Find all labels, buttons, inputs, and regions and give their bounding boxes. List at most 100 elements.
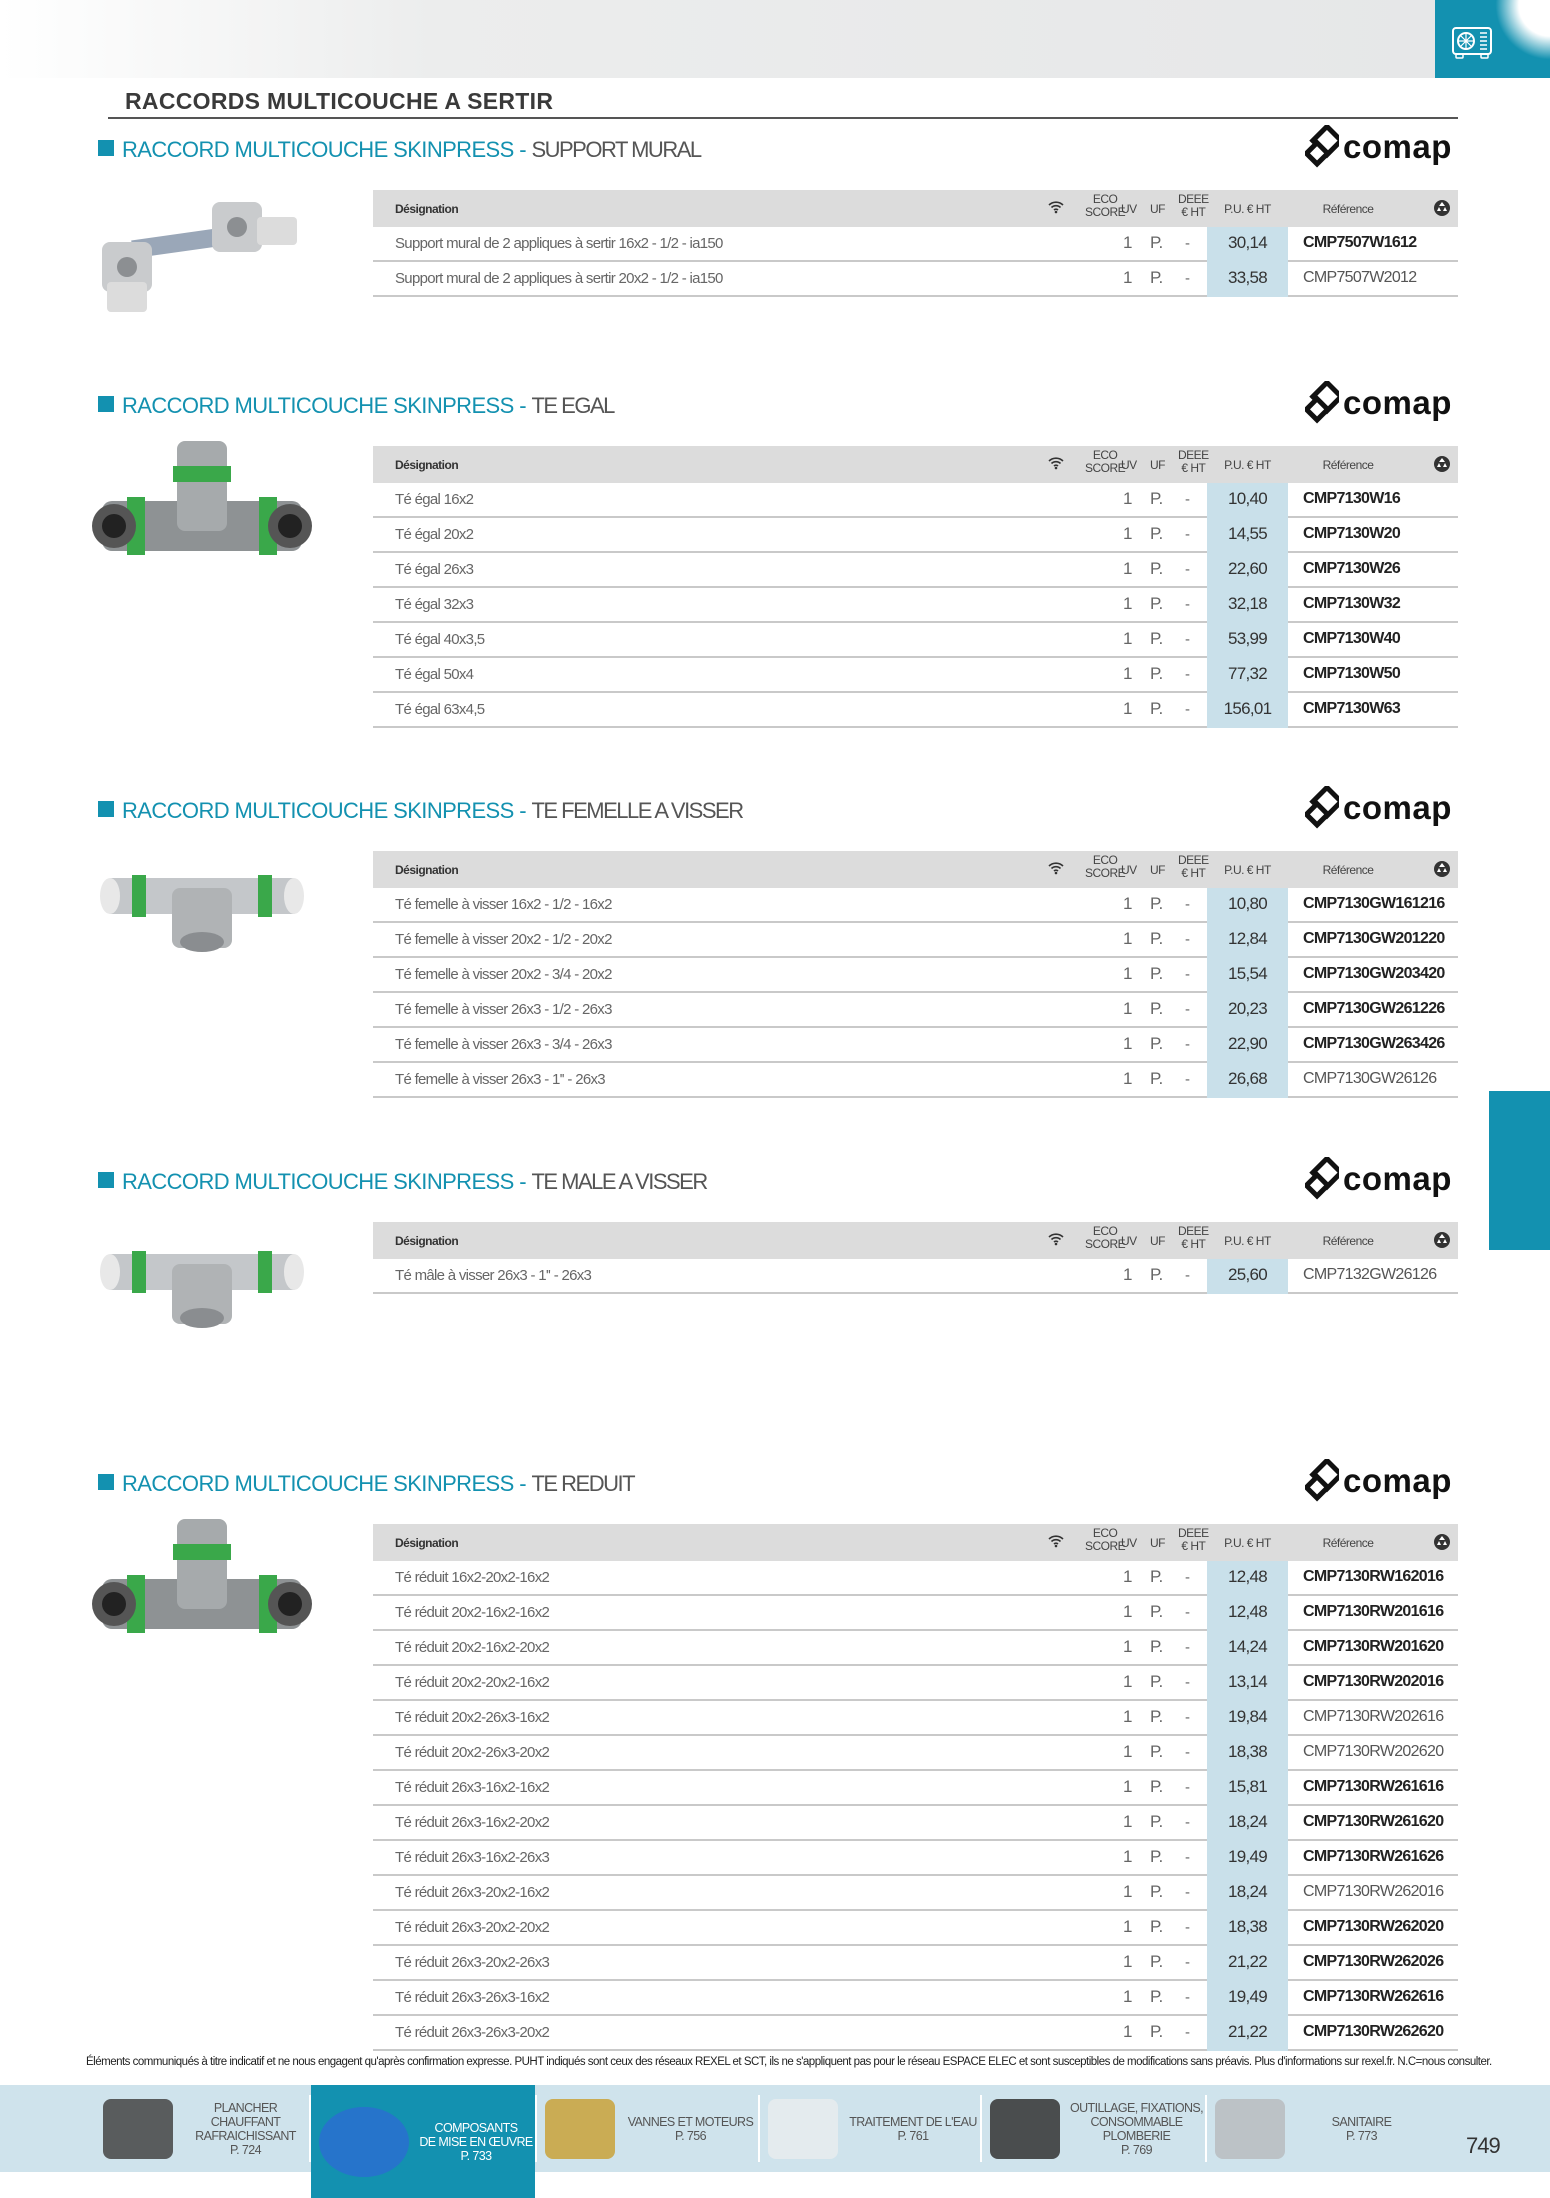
header-unit-price: P.U. € HT xyxy=(1224,1536,1271,1550)
header-deee: DEEE€ HT xyxy=(1178,1527,1209,1553)
row-uv: 1 xyxy=(1123,559,1132,578)
header-deee-line1: DEEE xyxy=(1178,1526,1209,1540)
row-uv: 1 xyxy=(1123,664,1132,683)
section-bullet-icon xyxy=(98,1474,114,1490)
row-deee: - xyxy=(1185,1071,1190,1088)
recycle-icon xyxy=(1433,199,1451,220)
row-price: 15,54 xyxy=(1227,964,1268,983)
wifi-icon xyxy=(1048,861,1064,878)
row-deee: - xyxy=(1185,596,1190,613)
category-nav-item[interactable]: OUTILLAGE, FIXATIONS,CONSOMMABLE PLOMBER… xyxy=(982,2085,1205,2172)
header-uf: UF xyxy=(1150,458,1166,472)
row-reference: CMP7130W20 xyxy=(1303,525,1401,542)
section-heading-prefix: RACCORD MULTICOUCHE SKINPRESS - xyxy=(122,798,532,823)
category-nav-page: P. 724 xyxy=(230,2142,262,2157)
row-designation: Té réduit 26x3-26x3-20x2 xyxy=(395,2024,550,2041)
row-deee: - xyxy=(1185,1884,1190,1901)
row-price: 25,60 xyxy=(1227,1265,1268,1284)
row-designation: Té égal 20x2 xyxy=(395,526,474,543)
section-heading-prefix: RACCORD MULTICOUCHE SKINPRESS - xyxy=(122,137,532,162)
price-highlight xyxy=(1207,1631,1288,1666)
row-uf: P. xyxy=(1150,1777,1163,1796)
row-uf: P. xyxy=(1150,964,1163,983)
row-reference: CMP7130RW262020 xyxy=(1303,1918,1444,1935)
header-designation: Désignation xyxy=(395,458,459,472)
header-unit-price: P.U. € HT xyxy=(1224,1234,1271,1248)
row-reference: CMP7130GW263426 xyxy=(1303,1035,1445,1052)
row-uf: P. xyxy=(1150,594,1163,613)
header-deee-line1: DEEE xyxy=(1178,853,1209,867)
row-reference: CMP7130RW201616 xyxy=(1303,1603,1444,1620)
row-reference: CMP7130GW161216 xyxy=(1303,895,1445,912)
row-uv: 1 xyxy=(1123,1952,1132,1971)
row-uv: 1 xyxy=(1123,1987,1132,2006)
header-designation: Désignation xyxy=(395,1536,459,1550)
row-deee: - xyxy=(1185,561,1190,578)
wifi-icon xyxy=(1048,200,1064,217)
row-uv: 1 xyxy=(1123,2022,1132,2041)
category-nav-line: SANITAIRE xyxy=(1331,2114,1392,2129)
price-highlight xyxy=(1207,1259,1288,1294)
chapter-tab[interactable] xyxy=(1489,1091,1550,1250)
section-bullet-icon xyxy=(98,801,114,817)
header-uf: UF xyxy=(1150,202,1166,216)
row-uv: 1 xyxy=(1123,929,1132,948)
row-price: 18,24 xyxy=(1227,1882,1268,1901)
price-highlight xyxy=(1207,1981,1288,2016)
header-deee-line2: € HT xyxy=(1181,461,1206,475)
price-highlight xyxy=(1207,1806,1288,1841)
recycle-icon xyxy=(1433,455,1451,476)
nav-divider xyxy=(535,2095,537,2162)
header-deee: DEEE€ HT xyxy=(1178,193,1209,219)
nav-divider xyxy=(1205,2095,1207,2162)
header-uf: UF xyxy=(1150,1536,1166,1550)
header-deee-line1: DEEE xyxy=(1178,1224,1209,1238)
section-heading: RACCORD MULTICOUCHE SKINPRESS - SUPPORT … xyxy=(98,137,702,163)
table-row[interactable]: Support mural de 2 appliques à sertir 20… xyxy=(373,262,1458,297)
header-reference: Référence xyxy=(1322,458,1374,472)
row-uv: 1 xyxy=(1123,964,1132,983)
price-highlight xyxy=(1207,993,1288,1028)
row-uv: 1 xyxy=(1123,1672,1132,1691)
row-deee: - xyxy=(1185,1849,1190,1866)
row-designation: Té égal 50x4 xyxy=(395,666,474,683)
table-row[interactable]: Support mural de 2 appliques à sertir 16… xyxy=(373,227,1458,262)
header-uv: UV xyxy=(1121,863,1137,877)
row-price: 13,14 xyxy=(1227,1672,1268,1691)
